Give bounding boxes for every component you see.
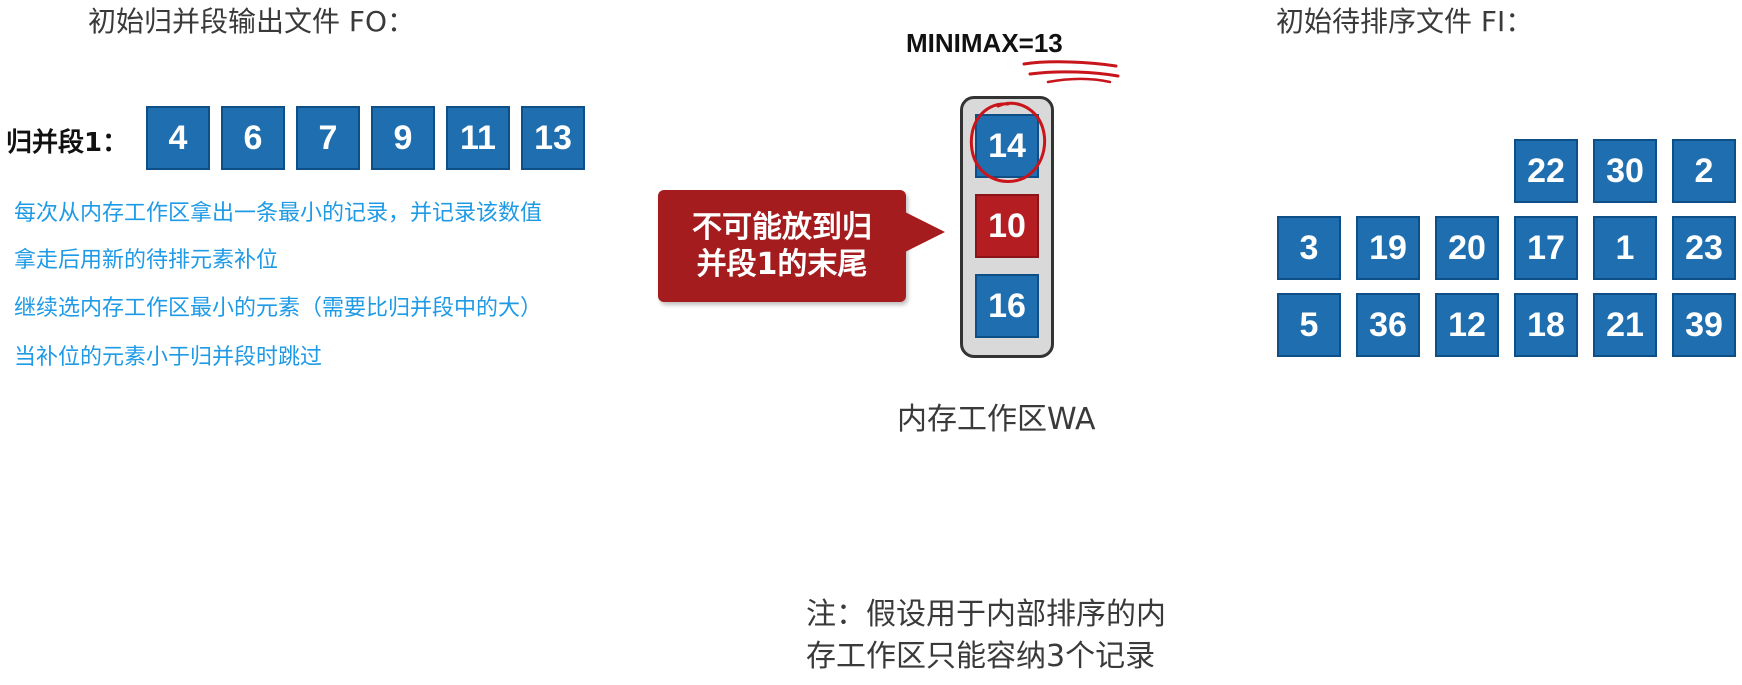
footnote-line: 存工作区只能容纳3个记录 (806, 639, 1156, 674)
footnote-line: 注：假设用于内部排序的内 (806, 597, 1166, 632)
input-item: 17 (1514, 216, 1578, 280)
input-item: 39 (1672, 293, 1736, 357)
input-item: 21 (1593, 293, 1657, 357)
note-line: 继续选内存工作区最小的元素（需要比归并段中的大） (14, 296, 543, 321)
minimax-label: MINIMAX=13 (906, 28, 1063, 58)
merge-run-item: 13 (521, 106, 585, 170)
note-line: 每次从内存工作区拿出一条最小的记录，并记录该数值 (14, 201, 543, 226)
merge-run-item: 11 (446, 106, 510, 170)
input-item: 20 (1435, 216, 1499, 280)
input-item: 19 (1356, 216, 1420, 280)
input-item: 1 (1593, 216, 1657, 280)
callout-cannot-append: 不可能放到归 并段1的末尾 (658, 190, 906, 302)
work-area-item: 14 (975, 114, 1039, 178)
input-item: 30 (1593, 139, 1657, 203)
note-line: 拿走后用新的待排元素补位 (14, 248, 279, 273)
merge-run-item: 7 (296, 106, 360, 170)
merge-run-item: 9 (371, 106, 435, 170)
merge-run-item: 6 (221, 106, 285, 170)
footnote: 注：假设用于内部排序的内 存工作区只能容纳3个记录 (806, 594, 1166, 678)
circle-annotation (969, 101, 1047, 183)
callout-line: 不可能放到归 (692, 209, 872, 245)
input-item: 18 (1514, 293, 1578, 357)
input-item: 22 (1514, 139, 1578, 203)
merge-run-item: 4 (146, 106, 210, 170)
callout-pointer (905, 212, 945, 252)
input-item: 5 (1277, 293, 1341, 357)
input-file-title: 初始待排序文件 FI： (1276, 5, 1534, 38)
callout-line: 并段1的末尾 (696, 247, 868, 282)
work-area-label: 内存工作区WA (897, 402, 1096, 437)
minimax-underline-annotation (1022, 60, 1120, 84)
merge-run-label: 归并段1： (6, 128, 129, 158)
input-item: 2 (1672, 139, 1736, 203)
input-item: 23 (1672, 216, 1736, 280)
input-item: 36 (1356, 293, 1420, 357)
work-area-item: 16 (975, 274, 1039, 338)
output-file-title: 初始归并段输出文件 FO： (88, 5, 416, 38)
note-line: 当补位的元素小于归并段时跳过 (14, 345, 323, 370)
input-item: 3 (1277, 216, 1341, 280)
input-item: 12 (1435, 293, 1499, 357)
work-area-item: 10 (975, 194, 1039, 258)
